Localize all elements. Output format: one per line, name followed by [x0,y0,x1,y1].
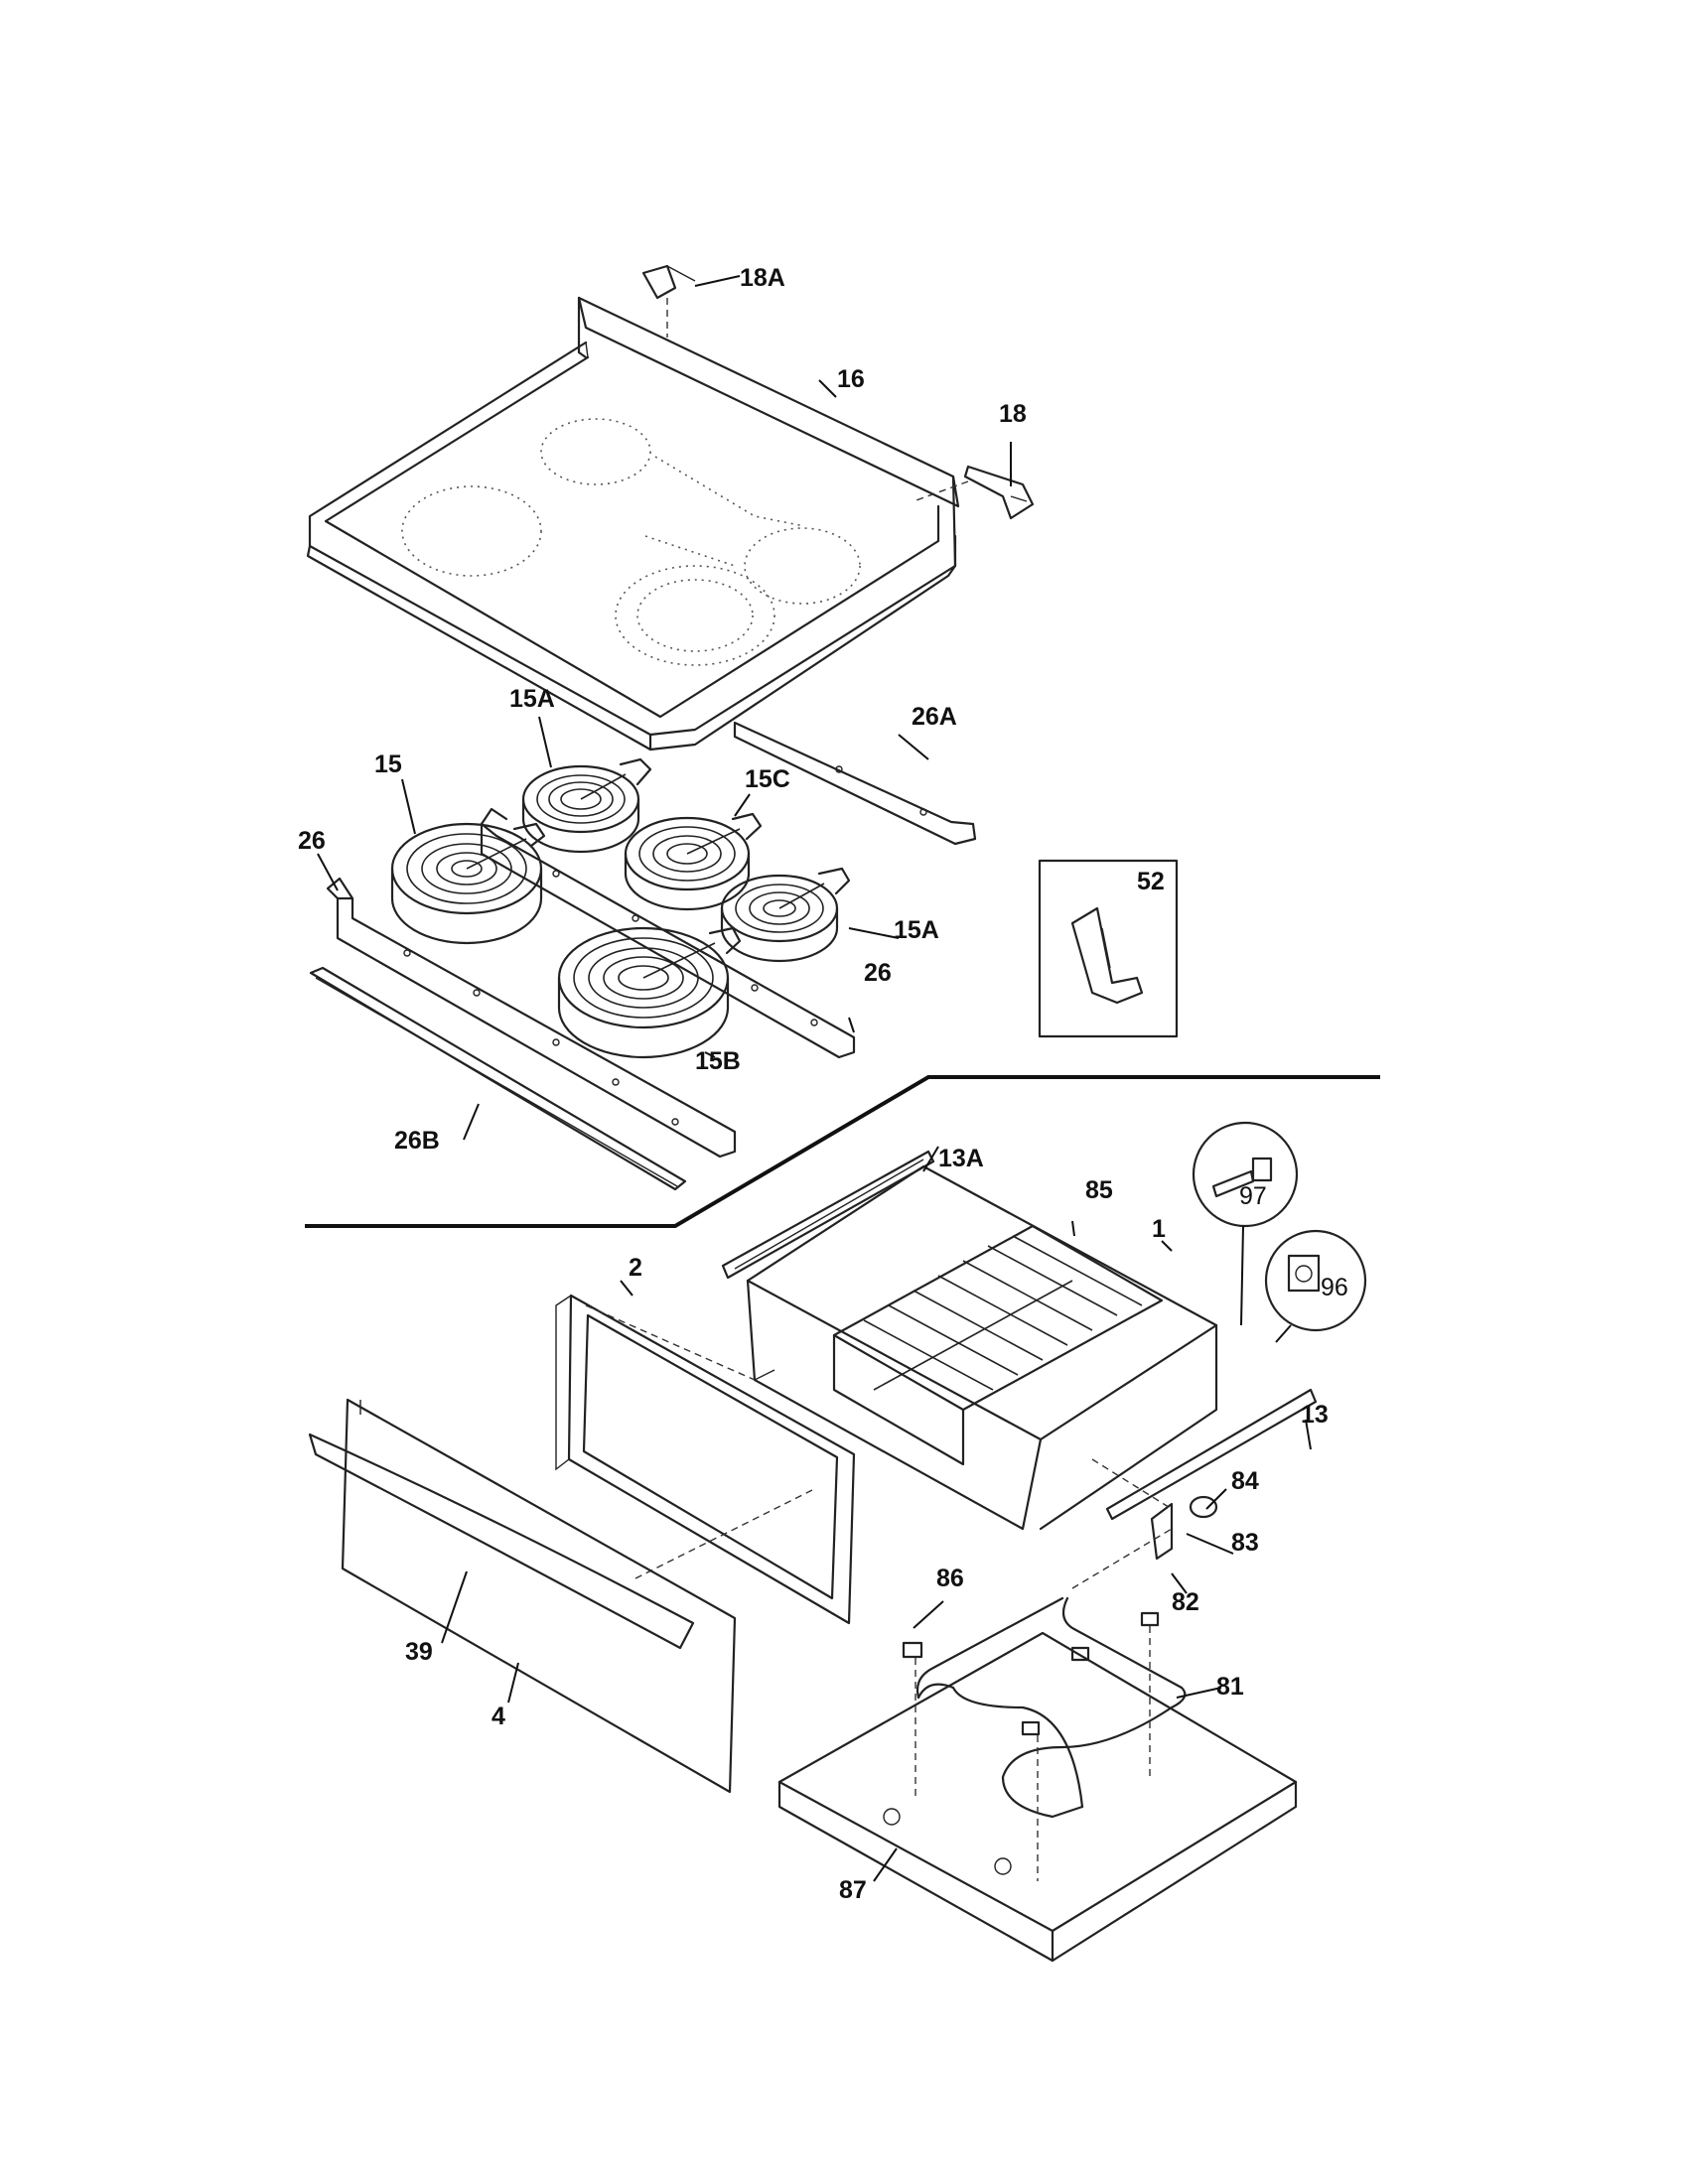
rail-part-26-right [480,807,856,1059]
callout-26B: 26B [394,1127,440,1155]
section-divider [305,1075,1380,1228]
assembly-dashed-line [1091,1458,1173,1510]
clip-part-86 [1070,1646,1090,1662]
callout-leaders [317,275,1312,1882]
trim-part-26B [309,966,687,1191]
callout-87: 87 [839,1876,867,1904]
oven-bottom-part-87 [777,1631,1298,1963]
drawer-box-part-1 [746,1164,1218,1531]
surface-element-15A-right [720,867,851,963]
callout-leader [1240,1225,1244,1326]
callout-86: 86 [936,1565,964,1592]
callout-84: 84 [1231,1467,1259,1495]
assembly-dashed-line [913,480,969,502]
inset-box-part-52 [1038,859,1179,1038]
drawer-front-part-4 [341,1398,737,1794]
screw-callout-part-97 [1192,1121,1299,1228]
callout-26-right: 26 [864,959,892,987]
callout-13: 13 [1301,1401,1329,1429]
assembly-dashed-line [585,1304,756,1381]
bracket-part-18A [641,264,696,300]
callout-15B: 15B [695,1047,741,1075]
callout-82: 82 [1172,1588,1199,1616]
surface-element-15A-top [521,757,652,854]
callout-15A-right: 15A [894,916,939,944]
cooktop-part-16 [306,296,960,751]
callout-15: 15 [374,751,402,778]
clip-callout-part-96 [1264,1229,1367,1332]
callout-13A: 13A [938,1145,984,1172]
surface-element-15 [390,822,546,945]
callout-83: 83 [1231,1529,1259,1557]
clip-part-86 [902,1641,923,1659]
callout-39: 39 [405,1638,433,1666]
callout-26A: 26A [912,703,957,731]
bracket-part-82 [1150,1502,1174,1561]
handle-part-39 [308,1433,695,1650]
callout-96: 96 [1321,1274,1348,1301]
rail-part-26A [733,721,977,846]
frame-part-2 [555,1294,856,1625]
callout-15C: 15C [745,765,790,793]
callout-18: 18 [999,400,1027,428]
slide-part-13A [721,1150,935,1280]
assembly-dashed-line [1071,1528,1173,1589]
bake-element-part-81 [915,1596,1187,1819]
callout-leader [1275,1324,1292,1343]
surface-element-15B [557,926,742,1059]
slide-part-13 [1105,1388,1318,1521]
bracket-part-18 [963,465,1035,520]
terminal-part-84 [1189,1495,1218,1519]
callout-4: 4 [492,1703,505,1730]
callout-18A: 18A [740,264,785,292]
assembly-dashed-line [634,1488,815,1579]
callout-1: 1 [1152,1215,1166,1243]
callout-85: 85 [1085,1176,1113,1204]
clip-part-86 [1140,1611,1160,1627]
surface-element-15C [624,812,763,911]
callout-26-left: 26 [298,827,326,855]
callout-97: 97 [1239,1182,1267,1210]
clip-part-86 [1021,1720,1041,1736]
callout-81: 81 [1216,1673,1244,1701]
callout-52: 52 [1137,868,1165,895]
callout-16: 16 [837,365,865,393]
callout-15A-top: 15A [509,685,555,713]
callout-2: 2 [629,1254,642,1282]
rack-part-85 [832,1224,1164,1466]
